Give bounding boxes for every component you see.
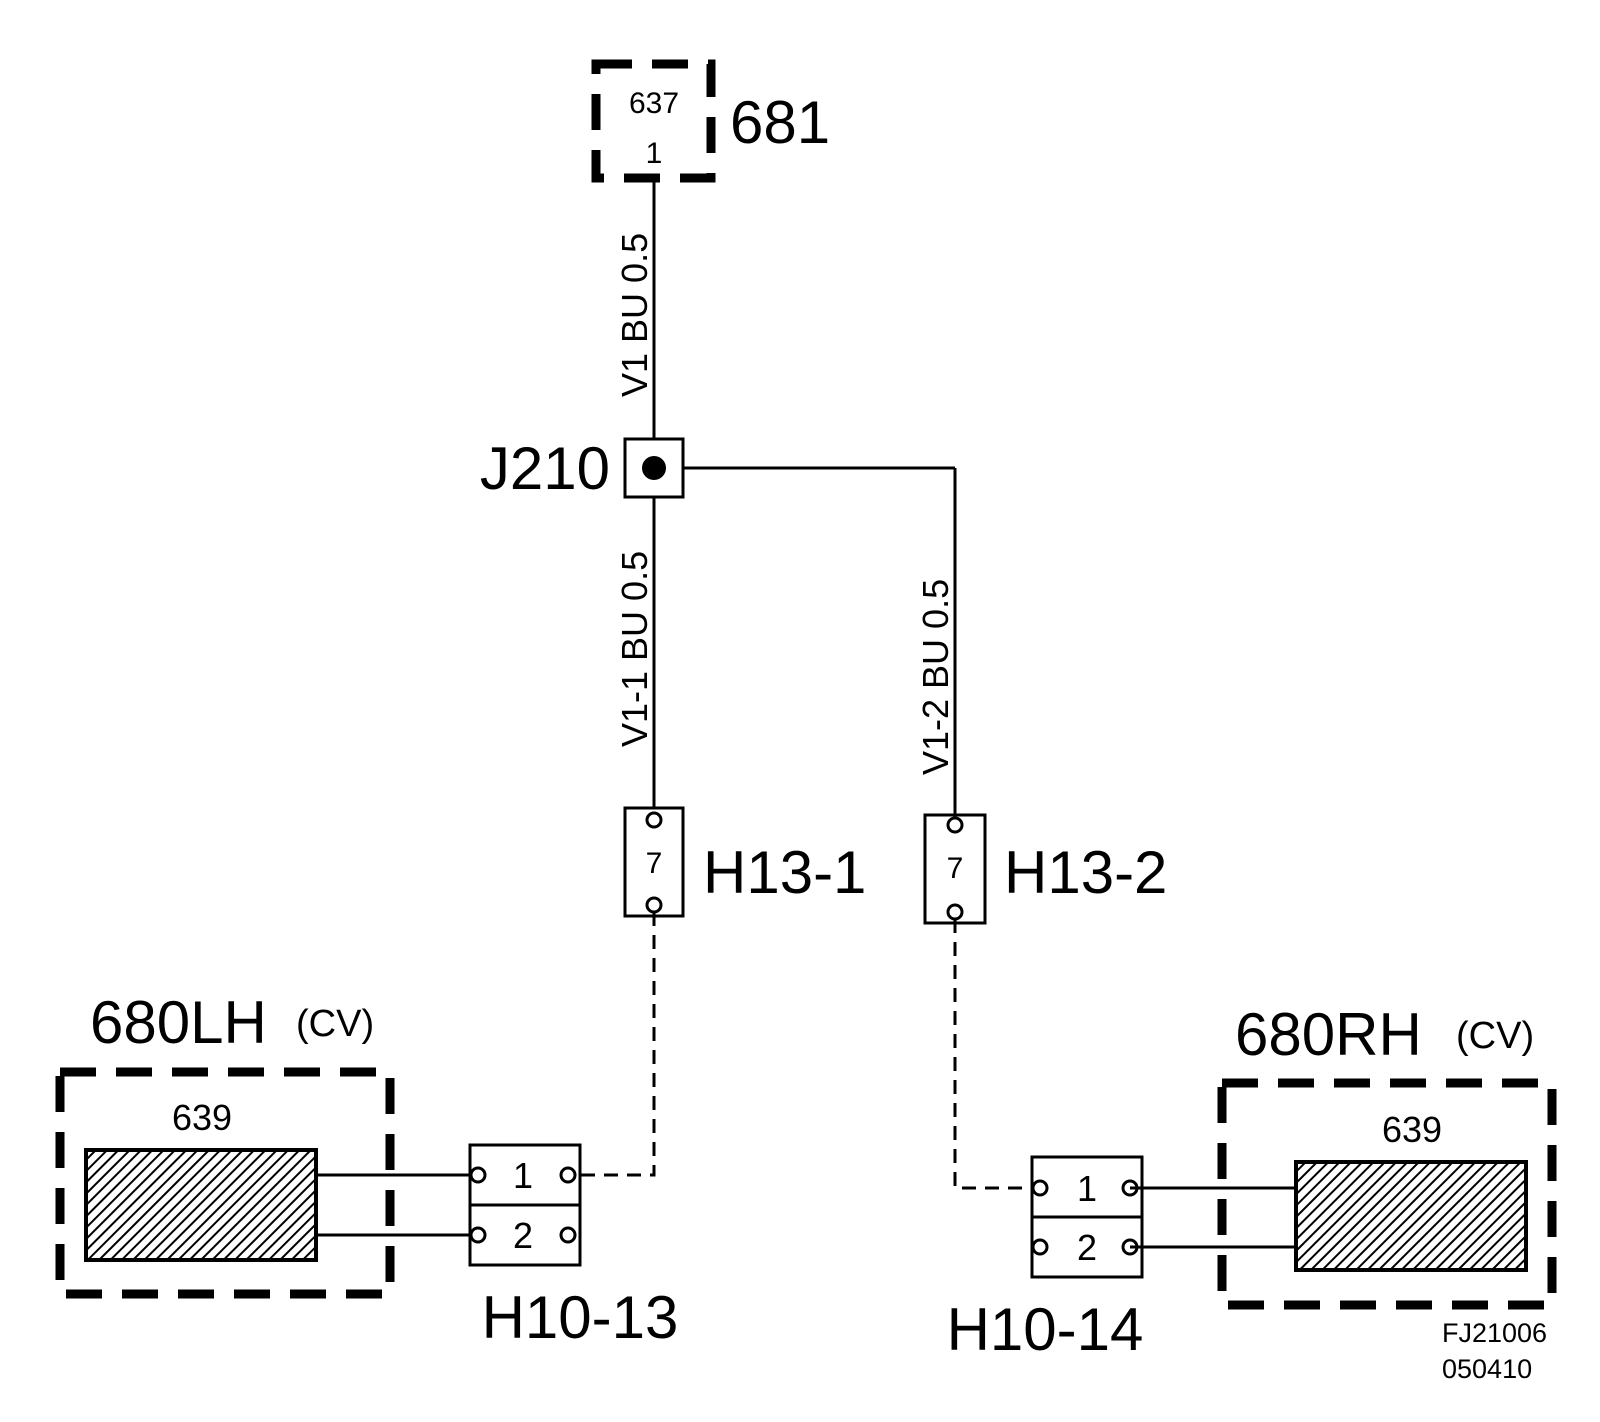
connector-h10-14-pin1-label: 1 xyxy=(1077,1168,1097,1209)
component-680lh-part-label: 639 xyxy=(172,1097,232,1138)
splice-j210-label: J210 xyxy=(480,435,610,502)
connector-681-top-label: 637 xyxy=(629,87,679,120)
connector-h10-13-pin2-left xyxy=(469,1226,487,1244)
component-680rh-cv-label: (CV) xyxy=(1456,1015,1534,1057)
component-680lh: 680LH (CV) 639 xyxy=(55,989,395,1299)
connector-h13-2-label: H13-2 xyxy=(1004,839,1167,906)
wire-v1-label: V1 BU 0.5 xyxy=(614,233,655,397)
connector-h13-1-pin-top xyxy=(645,811,663,829)
connector-h10-13-label: H10-13 xyxy=(482,1284,679,1351)
drawing-code: FJ21006 xyxy=(1442,1318,1547,1348)
component-680lh-label: 680LH xyxy=(90,989,267,1056)
connector-h13-2-pin-top xyxy=(946,816,964,834)
component-680rh-element xyxy=(1294,1160,1528,1272)
splice-j210: J210 xyxy=(480,435,685,502)
connector-h10-13-pin1-right xyxy=(559,1166,577,1184)
wire-v1-1-label: V1-1 BU 0.5 xyxy=(614,551,655,747)
connector-h10-14-pin2-label: 2 xyxy=(1077,1227,1097,1268)
connector-h13-2-pin-label: 7 xyxy=(947,852,964,885)
connector-h13-1-label: H13-1 xyxy=(703,839,866,906)
connector-681: 637 1 681 xyxy=(591,59,830,183)
splice-j210-node xyxy=(642,456,666,480)
connector-h10-13-pin2-right xyxy=(559,1226,577,1244)
connector-h10-14-pin1-left xyxy=(1031,1179,1049,1197)
wire-h13-1-to-h10-13 xyxy=(580,912,656,1177)
connector-h10-14-label: H10-14 xyxy=(947,1296,1144,1363)
connector-h13-1: 7 H13-1 xyxy=(623,806,866,918)
connector-h10-14: 1 2 H10-14 xyxy=(947,1155,1144,1363)
component-680lh-cv-label: (CV) xyxy=(296,1003,374,1045)
connector-h13-1-pin-label: 7 xyxy=(646,847,663,880)
connector-681-pin-label: 1 xyxy=(646,137,663,170)
connector-h13-1-pin-bottom xyxy=(645,896,663,914)
connector-h13-2: 7 H13-2 xyxy=(923,813,1167,925)
drawing-date: 050410 xyxy=(1442,1354,1532,1384)
connector-h13-2-pin-bottom xyxy=(946,903,964,921)
connector-h10-13-pin1-label: 1 xyxy=(513,1155,533,1196)
connector-h10-13-pin2-label: 2 xyxy=(513,1215,533,1256)
component-680lh-element xyxy=(84,1148,318,1262)
component-680rh-part-label: 639 xyxy=(1382,1109,1442,1150)
wire-v1-2-label: V1-2 BU 0.5 xyxy=(915,579,956,775)
wire-h13-2-to-h10-14 xyxy=(953,919,1040,1190)
component-680rh-label: 680RH xyxy=(1235,1001,1422,1068)
component-680rh: 680RH (CV) 639 xyxy=(1217,1001,1557,1310)
connector-681-label: 681 xyxy=(730,89,830,156)
connector-h10-13: 1 2 H10-13 xyxy=(468,1143,679,1351)
connector-h10-13-pin1-left xyxy=(469,1166,487,1184)
connector-h10-14-pin2-left xyxy=(1031,1238,1049,1256)
